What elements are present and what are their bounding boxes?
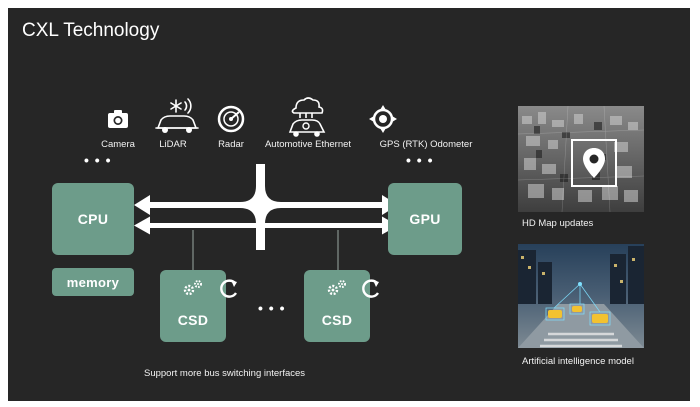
hd-map-caption: HD Map updates (522, 218, 594, 229)
slide: CXL Technology (8, 8, 690, 401)
refresh-icon (362, 279, 380, 298)
ellipsis-left: • • • (84, 152, 112, 168)
sensor-label-gps-odometer: GPS (RTK) Odometer (379, 139, 473, 150)
cpu-label: CPU (77, 211, 109, 227)
bus-cross (148, 164, 384, 250)
sensor-label-radar: Radar (218, 139, 244, 150)
radar-icon (216, 104, 246, 134)
lidar-car-icon (152, 94, 202, 136)
gpu-block: GPU (388, 183, 462, 255)
csd-left-label: CSD (177, 312, 209, 328)
sensor-label-automotive-ethernet: Automotive Ethernet (264, 139, 352, 150)
ai-model-image (518, 244, 644, 348)
memory-block: memory (52, 268, 134, 296)
csd-right-label: CSD (321, 312, 353, 328)
hd-map-image (518, 106, 644, 212)
gear-icon (183, 280, 202, 296)
bus-arrow-top-left (134, 195, 150, 215)
map-pin-icon (583, 148, 605, 178)
gpu-label: GPU (409, 211, 441, 227)
csd-right-block: CSD (304, 270, 370, 342)
cpu-block: CPU (52, 183, 134, 255)
bus-arrow-bottom-left (134, 216, 150, 235)
slide-title: CXL Technology (22, 20, 160, 41)
sensor-label-lidar: LiDAR (159, 139, 187, 150)
memory-label: memory (66, 274, 120, 290)
refresh-icon (220, 279, 238, 298)
bus-lower-line (148, 223, 384, 228)
automotive-ethernet-icon (282, 94, 330, 138)
ellipsis-right: • • • (406, 152, 434, 168)
csd-left-block: CSD (160, 270, 226, 342)
sensor-label-camera: Camera (101, 139, 135, 150)
ai-model-caption: Artificial intelligence model (522, 356, 634, 367)
bottom-caption: Support more bus switching interfaces (144, 368, 306, 379)
gps-crosshair-icon (368, 104, 398, 134)
gear-icon (327, 280, 346, 296)
camera-icon (106, 108, 130, 130)
csd-ellipsis: • • • (258, 300, 286, 316)
